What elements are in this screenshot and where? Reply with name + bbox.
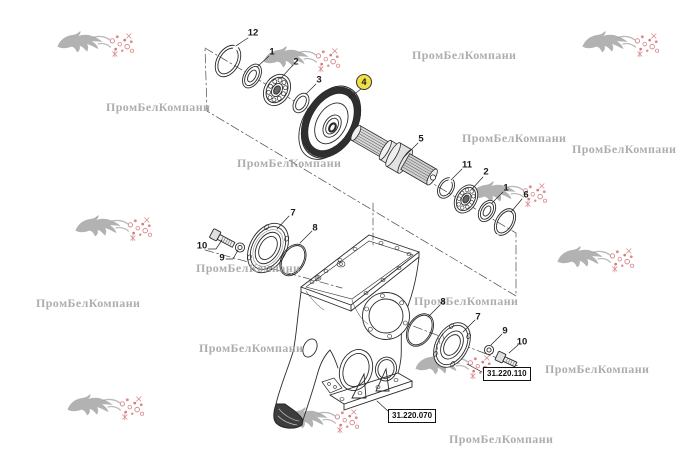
callout-9-left[interactable]: 9 [219,252,225,264]
callout-4-highlighted[interactable]: 4 [356,74,372,90]
part-12-snap-ring[interactable] [210,39,247,81]
part-9-washer-right[interactable] [483,344,495,356]
callout-1-lower[interactable]: 1 [503,182,509,194]
part-8-oring-left[interactable] [275,240,312,281]
part-8-oring-right[interactable] [401,309,439,351]
callout-10-right[interactable]: 10 [516,336,528,348]
part-1-washer-upper[interactable] [239,61,266,92]
callout-8-left[interactable]: 8 [312,222,318,234]
ref-box-31-220-110[interactable]: 31.220.110 [483,367,531,381]
callout-6[interactable]: 6 [523,189,529,201]
callout-10-left[interactable]: 10 [196,240,208,252]
ref-box-31-220-070[interactable]: 31.220.070 [388,409,437,423]
part-7-cover-right[interactable] [426,316,478,374]
callout-5[interactable]: 5 [418,133,424,145]
part-5-shaft[interactable] [347,120,442,191]
part-7-cover-left[interactable] [239,216,297,280]
callout-7-right[interactable]: 7 [475,311,481,323]
housing-drawing[interactable] [273,234,420,429]
callout-12[interactable]: 12 [247,27,259,39]
part-9-washer-left[interactable] [234,242,246,253]
housing-foot [273,403,304,429]
leader-lines [207,37,523,413]
callout-2-lower[interactable]: 2 [483,166,489,178]
callout-2-upper[interactable]: 2 [293,56,299,68]
part-4-gear[interactable] [289,76,373,169]
part-2-bearing-upper[interactable] [258,69,296,110]
part-1-washer-lower[interactable] [475,197,499,224]
callout-1-upper[interactable]: 1 [269,46,275,58]
callout-8-right[interactable]: 8 [440,296,446,308]
callout-7-left[interactable]: 7 [290,207,296,219]
callout-9-right[interactable]: 9 [502,325,508,337]
callout-11[interactable]: 11 [461,159,473,171]
part-10-bolt-right[interactable] [494,350,518,368]
part-2-bearing-lower[interactable] [449,181,482,217]
insertion-axis [369,202,403,333]
left-cover-axis [204,249,343,289]
callout-3[interactable]: 3 [316,74,322,86]
part-10-bolt-left[interactable] [209,228,236,250]
